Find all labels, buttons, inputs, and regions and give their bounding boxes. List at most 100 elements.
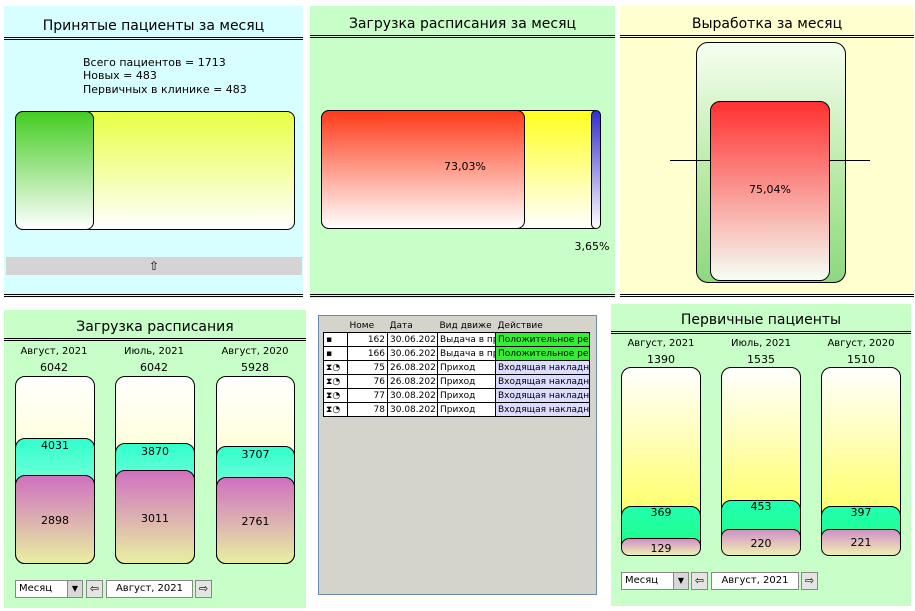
output-inner-bar [710,101,830,281]
row-number: 77 [347,388,388,403]
row-action: Входящая накладная [495,388,590,403]
row-number: 78 [347,402,388,417]
patients-new-line: Новых = 483 [83,69,157,82]
column-header[interactable]: Действие [497,320,543,331]
panel-title: Выработка за месяц [691,16,843,32]
column-mid-value: 369 [650,506,672,519]
patients-new-bar [15,111,94,230]
column-total: 6042 [40,361,68,374]
column-period: Июль, 2021 [124,346,184,357]
column-low-value: 129 [650,542,672,555]
chevron-down-icon: ▼ [673,573,688,589]
patients-panel: Принятые пациенты за месяц Всего пациент… [4,6,303,298]
row-date: 30.06.2021 [387,346,438,361]
row-status-icon: ⧗◔ [323,388,348,403]
row-kind: Приход [437,388,496,403]
period-type-select[interactable]: Месяц ▼ [621,572,689,590]
prev-period-button[interactable]: ⇦ [86,580,103,598]
next-period-button[interactable]: ⇨ [195,580,212,598]
column-header[interactable]: Вид движе [439,320,492,331]
column-header[interactable]: Дата [389,320,413,331]
row-status-icon: ⧗◔ [323,402,348,417]
row-status-icon: ▪ [323,332,348,347]
row-status-icon: ▪ [323,346,348,361]
schedule-panel: Загрузка расписания Август, 2021 6042 40… [4,310,306,608]
primary-patients-panel: Первичные пациенты Август, 2021 1390 369… [611,304,911,606]
row-action: Положительное реше [495,346,590,361]
period-value-field[interactable]: Август, 2021 [711,572,799,590]
period-type-select[interactable]: Месяц ▼ [15,580,83,598]
table-row[interactable]: ⧗◔ 75 26.08.2021 Приход Входящая накладн… [323,360,590,375]
documents-panel: Номе Дата Вид движе Действие ▪ 162 30.06… [318,315,597,595]
title-divider [611,331,911,334]
primary-column-low-bar [621,538,701,556]
prev-period-button[interactable]: ⇦ [691,572,708,590]
panel-title: Первичные пациенты [680,312,842,328]
next-period-button[interactable]: ⇨ [801,572,818,590]
column-total: 1535 [747,353,775,366]
chevron-down-icon: ▼ [67,581,82,597]
table-header-row: Номе Дата Вид движе Действие [324,319,590,333]
row-status-icon: ⧗◔ [323,360,348,375]
scroll-up-button[interactable]: ⇧ [6,257,302,275]
bottom-divider [4,294,303,297]
schedule-column-low-bar [15,475,95,564]
column-total: 1510 [847,353,875,366]
column-total: 5928 [241,361,269,374]
column-header[interactable]: Номе [349,320,375,331]
panel-title: Загрузка расписания [76,319,234,335]
column-period: Август, 2021 [627,338,695,349]
row-action: Входящая накладная [495,402,590,417]
arrow-right-icon: ⇨ [804,574,815,587]
column-period: Август, 2020 [827,338,895,349]
column-mid-value: 3707 [241,448,270,461]
table-row[interactable]: ▪ 162 30.06.2021 Выдача в пре Положитель… [323,332,590,347]
row-kind: Выдача в пре [437,346,496,361]
column-low-value: 2761 [241,515,270,528]
row-date: 30.08.2021 [387,402,438,417]
row-date: 26.08.2021 [387,374,438,389]
row-action: Входящая накладная [495,360,590,375]
column-period: Июль, 2021 [731,338,791,349]
period-type-value: Месяц [19,583,53,594]
title-divider [4,338,306,341]
arrow-left-icon: ⇦ [89,582,100,595]
schedule-column-low-bar [115,470,195,564]
period-value-field[interactable]: Август, 2021 [106,580,193,598]
table-row[interactable]: ⧗◔ 77 30.08.2021 Приход Входящая накладн… [323,388,590,403]
patients-primary-line: Первичных в клинике = 483 [83,83,247,96]
row-number: 76 [347,374,388,389]
row-status-icon: ⧗◔ [323,374,348,389]
row-number: 166 [347,346,388,361]
up-arrow-icon: ⇧ [148,259,160,273]
table-row[interactable]: ⧗◔ 76 26.08.2021 Приход Входящая накладн… [323,374,590,389]
documents-table: Номе Дата Вид движе Действие ▪ 162 30.06… [323,319,590,417]
primary-column-low-bar [721,529,801,556]
row-kind: Приход [437,374,496,389]
bottom-divider [620,294,914,297]
table-row[interactable]: ⧗◔ 78 30.08.2021 Приход Входящая накладн… [323,402,590,417]
schedule-load-bar [321,110,525,229]
panel-title: Загрузка расписания за месяц [348,16,577,32]
table-row[interactable]: ▪ 166 30.06.2021 Выдача в пре Положитель… [323,346,590,361]
title-divider [4,37,303,40]
panel-title: Принятые пациенты за месяц [42,18,265,34]
column-mid-value: 4031 [41,439,69,452]
column-period: Август, 2020 [221,346,289,357]
title-divider [620,35,914,38]
schedule-extra-bar [591,110,601,229]
row-date: 26.08.2021 [387,360,438,375]
row-action: Входящая накладная [495,374,590,389]
column-mid-value: 397 [850,506,872,519]
output-panel: Выработка за месяц 75,04% [620,6,914,298]
row-date: 30.06.2021 [387,332,438,347]
column-header[interactable] [324,319,348,333]
schedule-month-panel: Загрузка расписания за месяц 73,03% 3,65… [310,6,615,298]
bottom-divider [310,294,615,297]
title-divider [310,35,615,38]
schedule-extra-label: 3,65% [574,240,610,253]
row-kind: Приход [437,402,496,417]
column-period: Август, 2021 [20,346,88,357]
row-date: 30.08.2021 [387,388,438,403]
column-low-value: 3011 [141,512,169,525]
